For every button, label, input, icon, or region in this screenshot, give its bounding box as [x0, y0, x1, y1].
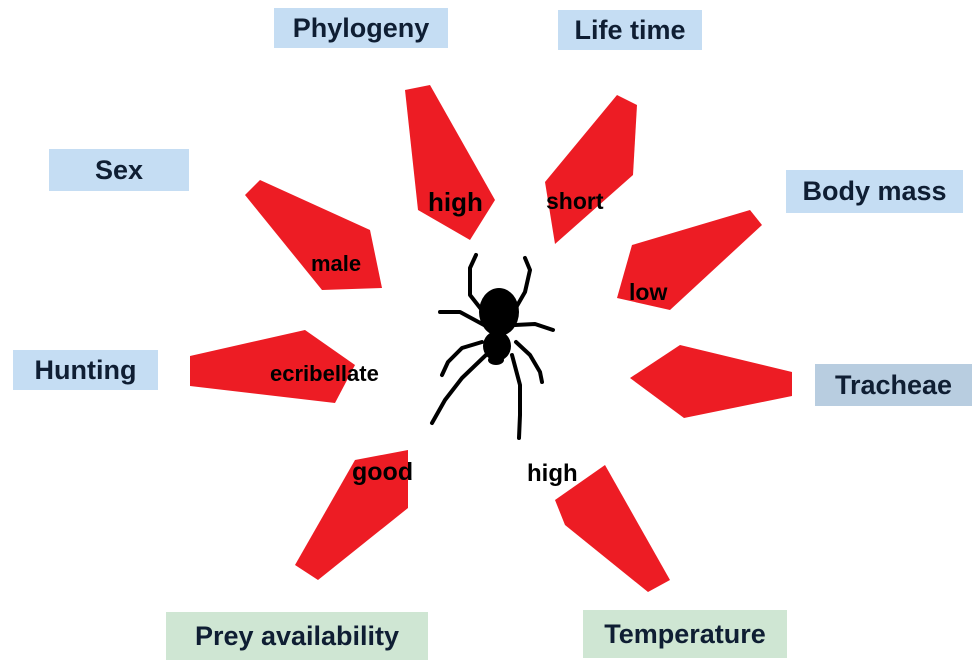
value-temperature: high	[527, 460, 578, 487]
label-body-mass: Body mass	[786, 170, 963, 213]
value-hunting: ecribellate	[270, 361, 379, 386]
value-life-time: short	[546, 188, 604, 214]
value-prey-availability: good	[352, 458, 413, 486]
value-sex: male	[311, 251, 361, 276]
petal-life-time	[545, 95, 637, 244]
value-phylogeny: high	[428, 187, 483, 217]
label-sex: Sex	[49, 149, 189, 191]
label-tracheae: Tracheae	[815, 364, 972, 406]
value-body-mass: low	[629, 279, 667, 305]
label-prey-availability: Prey availability	[166, 612, 428, 660]
label-phylogeny: Phylogeny	[274, 8, 448, 48]
label-hunting: Hunting	[13, 350, 158, 390]
petal-tracheae	[630, 345, 792, 418]
spider-silhouette-icon	[432, 255, 553, 438]
label-temperature: Temperature	[583, 610, 787, 658]
label-life-time: Life time	[558, 10, 702, 50]
